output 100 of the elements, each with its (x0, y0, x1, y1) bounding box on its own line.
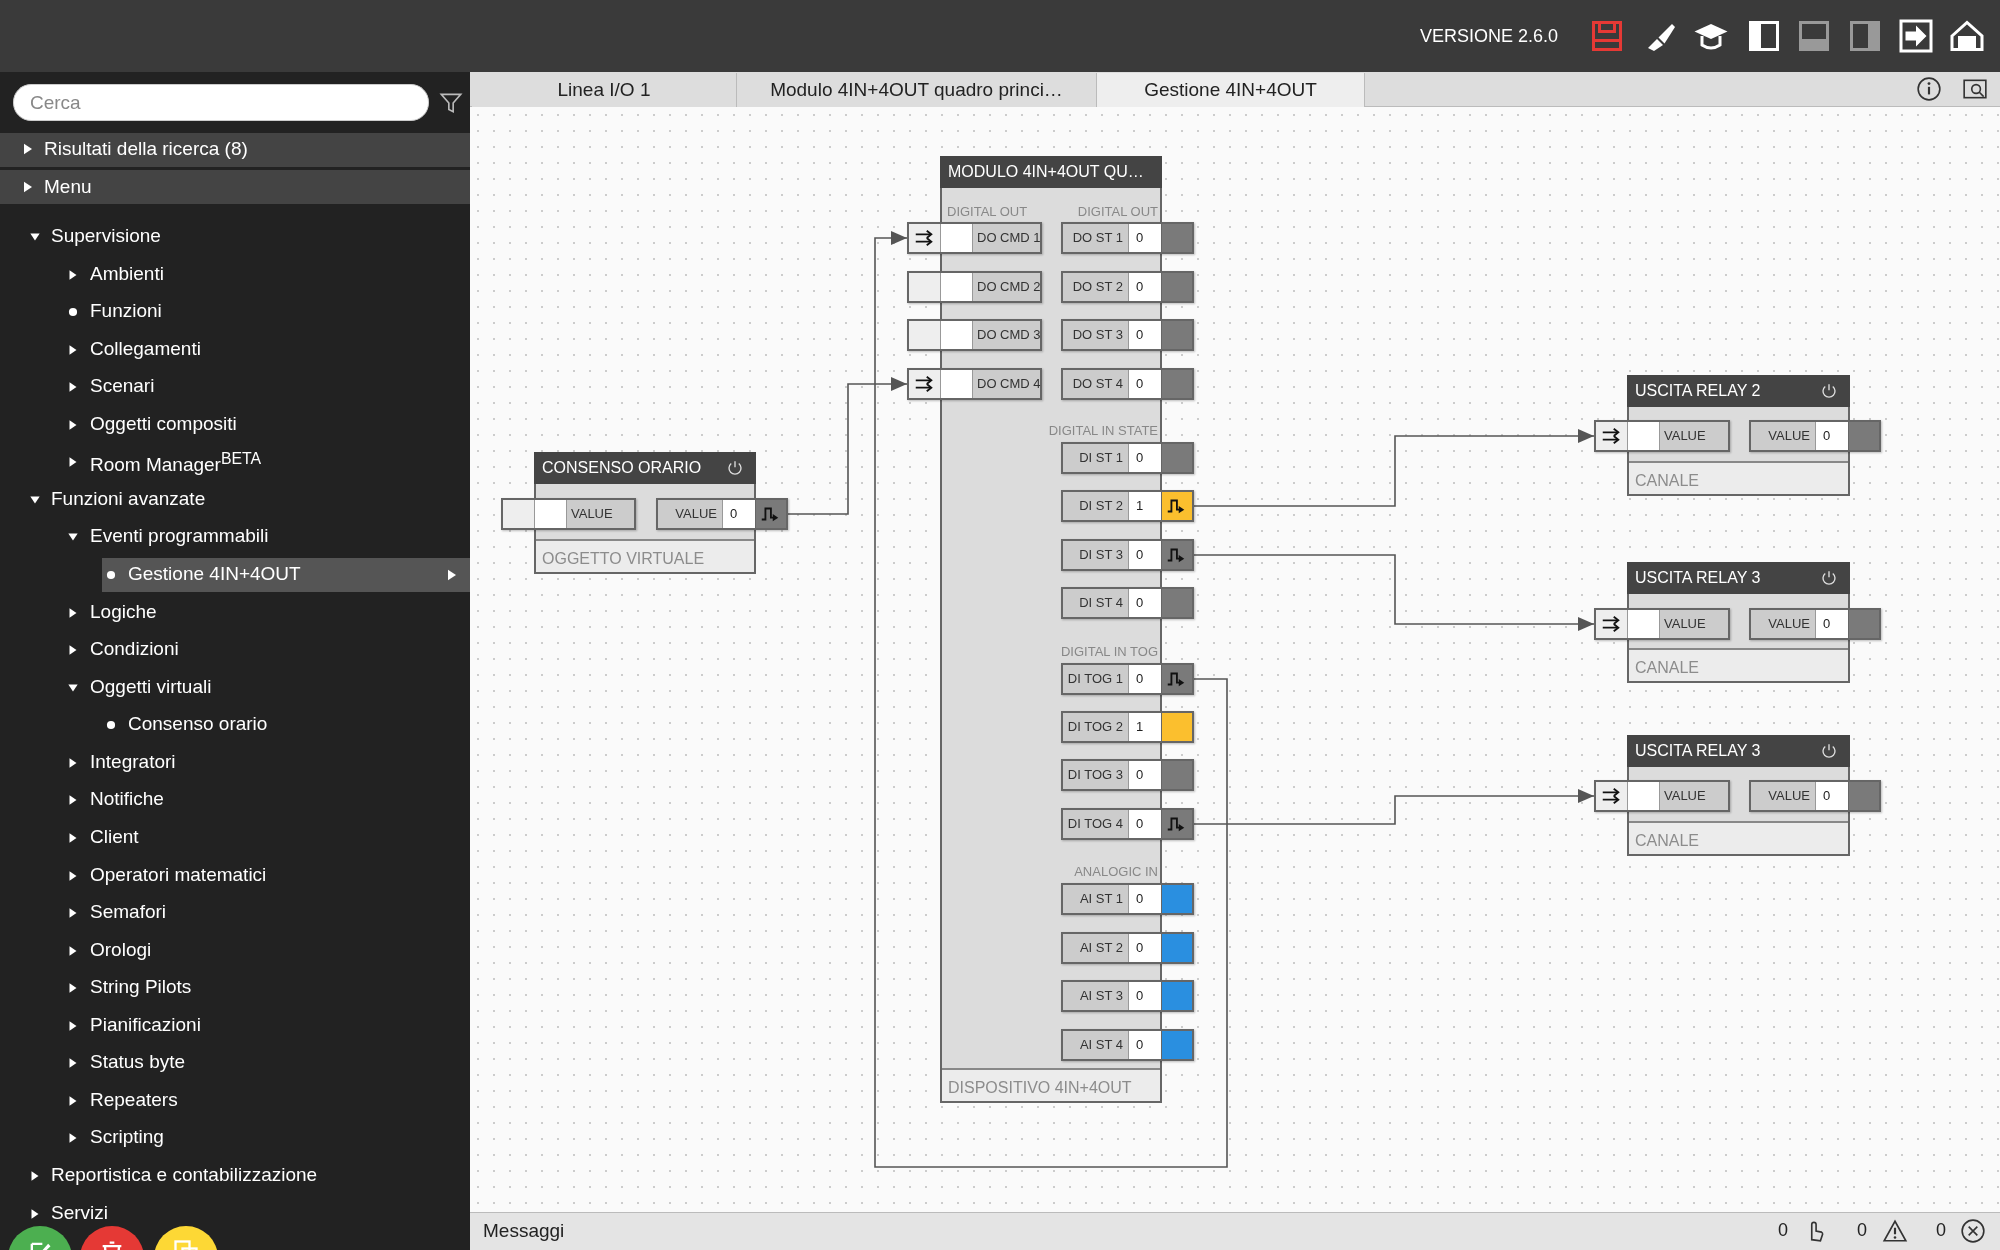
menu-item: Integratori (90, 750, 176, 773)
counter-value: 0 (1857, 1220, 1867, 1241)
menu-item: Client (90, 825, 139, 848)
port-value: 0 (1136, 1037, 1144, 1052)
input-port (907, 368, 1042, 400)
search-field: Cerca (13, 84, 429, 121)
section-heading: DIGITAL OUT (947, 204, 1028, 219)
output-port (1061, 883, 1194, 915)
output-port (1749, 420, 1881, 452)
port-value: 0 (1136, 816, 1144, 831)
menu-item: Semafori (90, 901, 167, 924)
input-port (1594, 608, 1730, 640)
port-label: DI ST 3 (1079, 547, 1123, 562)
connector-arrow (1193, 429, 1595, 507)
menu-item: Oggetti compositi (90, 412, 237, 435)
input-port (1594, 420, 1730, 452)
port-value: 0 (730, 506, 738, 521)
menu-item: Logiche (90, 600, 157, 623)
port-value: 0 (1136, 891, 1144, 906)
input-port (501, 498, 636, 530)
input-port (907, 222, 1042, 254)
port-label: VALUE (1768, 428, 1810, 443)
port-label: VALUE (1664, 428, 1706, 443)
menu-item: Funzioni (90, 300, 162, 323)
input-port (907, 271, 1042, 303)
block-title: USCITA RELAY 3 (1635, 742, 1761, 760)
port-value: 0 (1136, 671, 1144, 686)
block-footer: CANALE (1635, 472, 1700, 490)
message-bar-title: Messaggi (483, 1220, 565, 1242)
port-label: VALUE (675, 506, 717, 521)
tab: Linea I/O 1 (472, 73, 737, 107)
port-label: AI ST 1 (1079, 891, 1123, 906)
port-value: 0 (1136, 230, 1144, 245)
output-port (1749, 780, 1881, 812)
menu-item: String Pilots (90, 976, 192, 999)
port-label: DO CMD 2 (977, 279, 1041, 294)
block-title: USCITA RELAY 2 (1635, 382, 1761, 400)
tab: Modulo 4IN+4OUT quadro princi… (737, 73, 1097, 107)
port-value: 0 (1823, 788, 1831, 803)
section-header: Risultati della ricerca (8) (44, 138, 248, 160)
version-label: VERSIONE 2.6.0 (1420, 26, 1559, 47)
block-footer: CANALE (1635, 832, 1700, 850)
menu-item: Funzioni avanzate (51, 487, 206, 510)
menu-item: Servizi (51, 1201, 108, 1224)
output-port (1061, 587, 1194, 619)
block-footer: OGGETTO VIRTUALE (542, 550, 705, 568)
port-value: 1 (1136, 719, 1144, 734)
output-port (1061, 539, 1194, 571)
menu-item: Gestione 4IN+4OUT (128, 563, 301, 586)
counter-value: 0 (1936, 1220, 1946, 1241)
tab: Gestione 4IN+4OUT (1097, 73, 1365, 107)
menu-item: Notifiche (90, 788, 164, 811)
menu-item: Operatori matematici (90, 863, 267, 886)
output-port (656, 498, 788, 530)
port-value: 0 (1136, 767, 1144, 782)
port-label: DI TOG 4 (1067, 816, 1123, 831)
output-port (1061, 222, 1194, 254)
port-value: 0 (1136, 376, 1144, 391)
menu-item: Orologi (90, 938, 152, 961)
port-label: DO ST 2 (1072, 279, 1123, 294)
port-label: VALUE (571, 506, 613, 521)
output-port (1061, 980, 1194, 1012)
menu-item: Room Manager$^{BETA}$ (90, 450, 262, 477)
output-port (1061, 711, 1194, 743)
port-label: AI ST 4 (1079, 1037, 1123, 1052)
counter-value: 0 (1778, 1220, 1788, 1241)
port-label: AI ST 3 (1079, 988, 1123, 1003)
port-label: DI ST 2 (1079, 498, 1123, 513)
output-port (1061, 319, 1194, 351)
connector-arrow (1193, 789, 1595, 825)
port-value: 0 (1136, 450, 1144, 465)
menu-item: Scenari (90, 375, 155, 398)
output-port (1061, 663, 1194, 695)
block-footer: CANALE (1635, 659, 1700, 677)
port-value: 0 (1136, 327, 1144, 342)
menu-item: Oggetti virtuali (90, 675, 212, 698)
section-header: Menu (44, 176, 92, 198)
port-value: 0 (1136, 595, 1144, 610)
port-label: DI TOG 1 (1067, 671, 1123, 686)
menu-item: Collegamenti (90, 337, 201, 360)
input-port (907, 319, 1042, 351)
port-value: 0 (1136, 940, 1144, 955)
output-port (1061, 442, 1194, 474)
menu-item: Consenso orario (128, 713, 268, 736)
port-label: VALUE (1768, 788, 1810, 803)
port-label: VALUE (1664, 616, 1706, 631)
port-value: 0 (1823, 428, 1831, 443)
menu-item: Supervisione (51, 225, 161, 247)
port-label: VALUE (1664, 788, 1706, 803)
output-port (1061, 808, 1194, 840)
output-port (1061, 932, 1194, 964)
port-label: VALUE (1768, 616, 1810, 631)
port-label: DI ST 4 (1079, 595, 1123, 610)
input-port (1594, 780, 1730, 812)
port-label: DO CMD 3 (977, 327, 1041, 342)
output-port (1061, 490, 1194, 522)
port-value: 0 (1136, 988, 1144, 1003)
menu-item: Reportistica e contabilizzazione (51, 1164, 318, 1186)
port-label: AI ST 2 (1079, 940, 1123, 955)
menu-item: Repeaters (90, 1088, 178, 1111)
